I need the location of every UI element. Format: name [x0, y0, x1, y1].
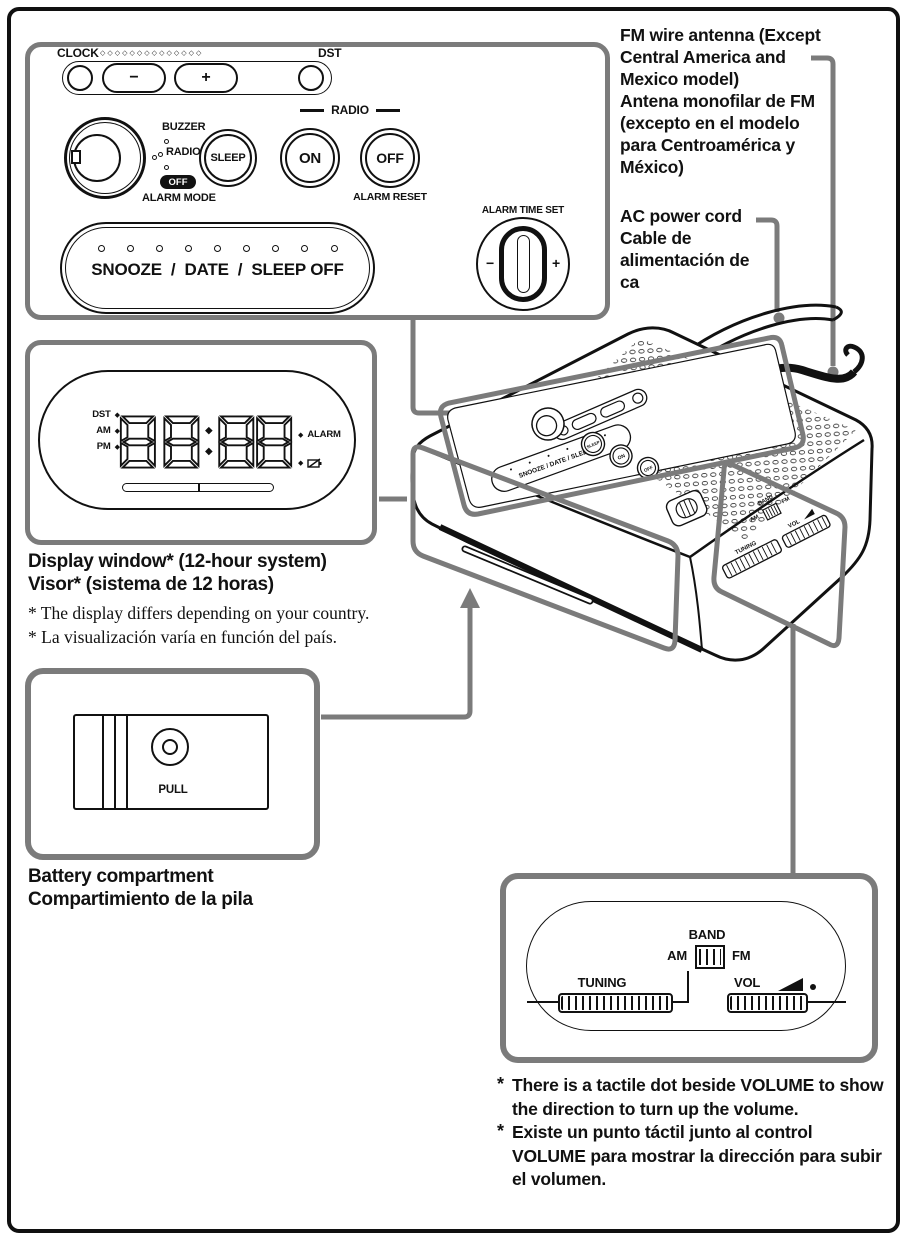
dst-indicator: DST	[92, 409, 111, 420]
svg-text:VOL: VOL	[787, 519, 801, 530]
plus-button: +	[174, 63, 238, 93]
display-bottom-bar	[122, 483, 274, 492]
mini-vol-wheel: VOL	[781, 508, 831, 548]
band-label: BAND	[688, 927, 726, 942]
alarm-mode-label: ALARM MODE	[142, 192, 216, 204]
pm-indicator-diamond: ◆	[114, 443, 120, 451]
alarm-time-set-knob: − +	[476, 217, 570, 311]
mini-off-button: OFF	[636, 456, 660, 480]
radio-on-button: ON	[280, 128, 340, 188]
radio-section-header: RADIO	[280, 103, 420, 117]
side-panel-callout	[711, 461, 848, 648]
mini-sleep-button: SLEEP	[580, 431, 606, 457]
band-switch	[695, 945, 725, 969]
display-note-es: * La visualización varía en función del …	[28, 627, 338, 647]
am-label: AM	[667, 948, 687, 963]
tuning-wheel	[558, 993, 673, 1013]
fm-antenna-callout-text: FM wire antenna (Except Central America …	[620, 25, 821, 177]
buzzer-label: BUZZER	[162, 121, 206, 133]
note-es-star: *	[497, 1121, 504, 1141]
pm-indicator: PM	[96, 441, 111, 452]
tactile-dot-notes: * There is a tactile dot beside VOLUME t…	[497, 1074, 889, 1192]
snooze-bar: SNOOZE / DATE / SLEEP OFF	[60, 222, 375, 314]
alarm-indicator: ◆ ALARM	[298, 429, 341, 440]
side-panel-oval	[526, 901, 846, 1031]
ats-minus-mark: −	[486, 255, 494, 271]
off-position-dot	[164, 165, 169, 170]
dst-indicator-diamond: ◆	[114, 411, 120, 419]
battery-door: PULL	[73, 714, 269, 810]
battery-caption-en: Battery compartment	[28, 866, 214, 887]
top-panel-callout	[437, 334, 806, 517]
volume-tactile-dot	[810, 984, 816, 990]
mini-alarm-time-set-knob	[665, 490, 708, 527]
snooze-dots	[97, 245, 338, 252]
sleep-button: SLEEP	[199, 129, 257, 187]
battery-indicator: ◆	[298, 458, 323, 468]
svg-text:OFF: OFF	[643, 465, 654, 473]
ac-cord-pointer-dot	[773, 312, 785, 324]
minus-button: −	[102, 63, 166, 93]
knob-pointer-dot	[152, 155, 157, 160]
ats-plus-mark: +	[552, 255, 560, 271]
alarm-time-set-label: ALARM TIME SET	[481, 205, 565, 216]
battery-compartment-box: PULL	[25, 668, 320, 860]
radio-mode-label: RADIO	[166, 146, 201, 158]
snooze-bar-label: SNOOZE / DATE / SLEEP OFF	[91, 260, 344, 279]
display-caption-en: Display window* (12-hour system)	[28, 551, 327, 572]
battery-coin-slot	[151, 728, 189, 766]
buzzer-position-dot	[164, 139, 169, 144]
battery-arrowhead	[460, 588, 480, 608]
svg-text:ON: ON	[617, 453, 627, 462]
dst-button-label: DST	[318, 46, 342, 60]
svg-text:SLEEP: SLEEP	[586, 439, 601, 449]
controls-panel-box: CLOCK ◇◇◇◇◇◇◇◇◇◇◇◇◇◇ DST − + BUZZER RADI…	[25, 42, 610, 320]
clock-dst-button-bar	[62, 61, 332, 95]
vol-label: VOL	[734, 975, 761, 990]
clock-radio-body	[410, 326, 874, 662]
alarm-mode-knob	[64, 117, 146, 199]
am-indicator-diamond: ◆	[114, 427, 120, 435]
clock-button	[67, 65, 93, 91]
mini-on-button: ON	[609, 444, 633, 468]
fm-label: FM	[732, 948, 751, 963]
pull-label: PULL	[158, 784, 188, 796]
svg-text:FM: FM	[781, 496, 791, 505]
note-es: * Existe un punto táctil junto al contro…	[497, 1121, 889, 1192]
note-es-text: Existe un punto táctil junto al control …	[512, 1122, 882, 1189]
front-face-callout	[410, 444, 681, 652]
svg-text:AM: AM	[749, 514, 760, 523]
mini-alarm-mode-knob	[531, 407, 565, 441]
mini-clock-bar	[552, 388, 648, 441]
display-note-en: * The display differs depending on your …	[28, 603, 370, 623]
am-indicator: AM	[96, 425, 111, 436]
seven-segment-time	[119, 415, 293, 469]
display-window-box: DST ◆ AM ◆ PM ◆	[25, 340, 377, 545]
display-caption-es: Visor* (sistema de 12 horas)	[28, 574, 274, 595]
radio-off-button: OFF	[360, 128, 420, 188]
note-en: * There is a tactile dot beside VOLUME t…	[497, 1074, 889, 1121]
ac-cord-callout-text: AC power cord Cable de alimentación de c…	[620, 206, 750, 292]
side-controls-box: BAND AM FM TUNING VOL	[500, 873, 878, 1063]
battery-icon	[307, 458, 322, 468]
note-en-star: *	[497, 1074, 504, 1094]
volume-direction-icon	[778, 978, 803, 991]
alarm-reset-label: ALARM RESET	[353, 191, 427, 203]
volume-wheel	[727, 993, 808, 1013]
display-indicators-left: DST ◆ AM ◆ PM ◆	[68, 409, 120, 452]
battery-caption-es: Compartimiento de la pila	[28, 889, 253, 910]
tuning-label: TUNING	[577, 975, 627, 990]
display-bezel	[38, 370, 356, 510]
radio-position-dot	[158, 152, 163, 157]
callout-connectors	[321, 55, 836, 874]
page-border	[7, 7, 900, 1233]
dst-button	[298, 65, 324, 91]
off-mode-badge: OFF	[160, 175, 196, 189]
note-en-text: There is a tactile dot beside VOLUME to …	[512, 1075, 884, 1119]
clock-button-label: CLOCK	[57, 46, 99, 60]
clock-dst-dotted-line: ◇◇◇◇◇◇◇◇◇◇◇◇◇◇	[100, 50, 204, 57]
